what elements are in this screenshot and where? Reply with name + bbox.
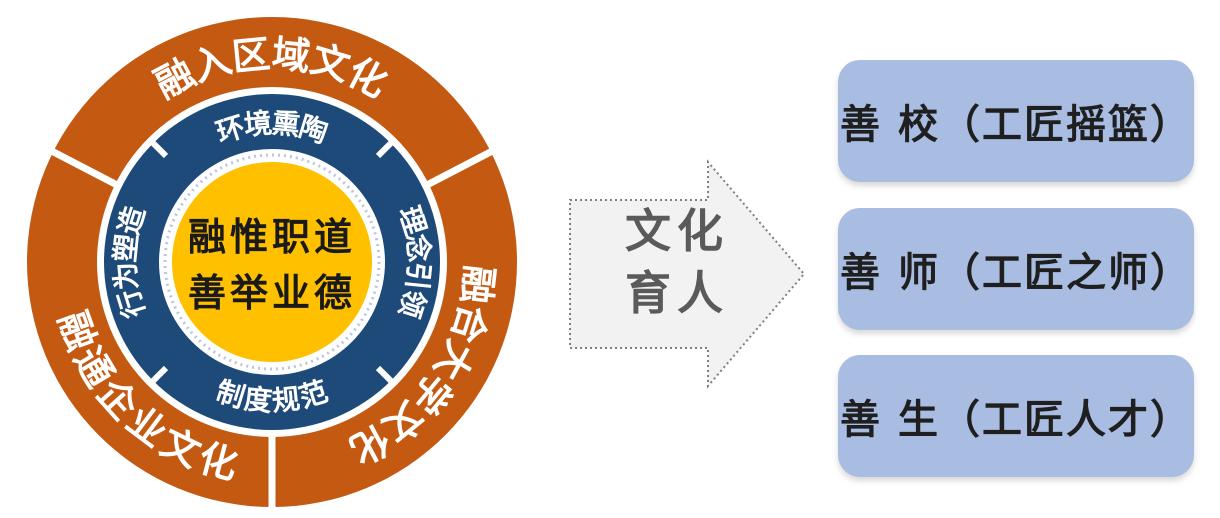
outcome-good-student: 善 生（工匠人才） <box>838 355 1194 477</box>
core-circle <box>172 162 372 362</box>
arrow-label: 文化 育人 <box>625 204 729 320</box>
outcome-good-teacher: 善 师（工匠之师） <box>838 208 1194 330</box>
core-line-1: 融惟职道 <box>188 214 356 259</box>
dotted-ring <box>163 153 381 371</box>
arrow-shape <box>569 159 806 389</box>
inner-ring-separators <box>150 140 394 384</box>
right-arrow-icon <box>569 159 806 389</box>
core-line-2: 善举业德 <box>188 270 356 315</box>
outcome-good-school: 善 校（工匠摇篮） <box>838 60 1194 182</box>
culture-wheel: 融入区域文化 融合大学文化 融通企业文化 环境熏陶 理念引领 制度规范 行为塑造… <box>27 17 517 512</box>
